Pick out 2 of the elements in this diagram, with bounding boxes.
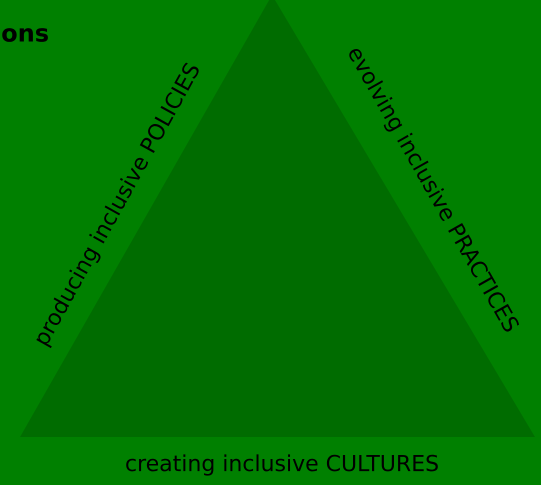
heading-fragment: ons: [2, 28, 48, 42]
side-label: creating inclusive CULTURES: [126, 454, 438, 476]
